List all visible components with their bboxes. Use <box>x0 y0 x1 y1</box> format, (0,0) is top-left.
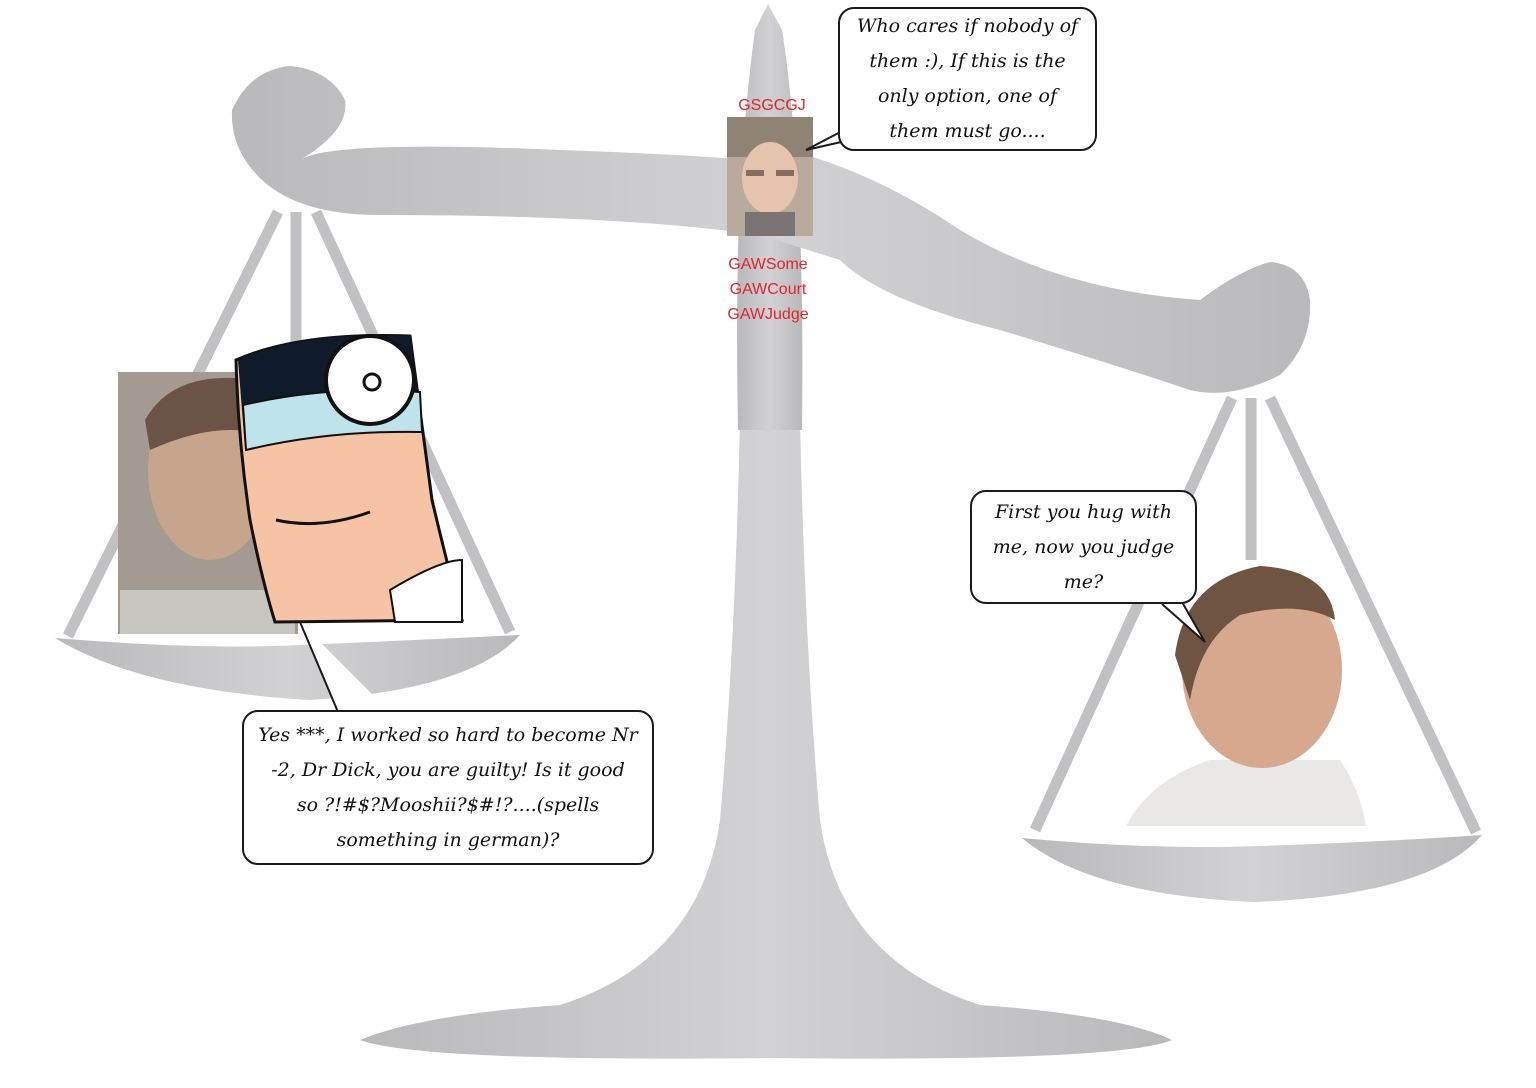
right-pan-strings <box>1029 395 1481 835</box>
judge-portrait <box>727 117 813 236</box>
judge-name-1: GAWSome <box>728 256 808 273</box>
cartoon-doctor <box>234 334 464 624</box>
defendant-photo-right <box>1126 566 1366 826</box>
judge-top-label: GSGCGJ <box>738 97 806 114</box>
judge-name-3: GAWJudge <box>727 306 809 323</box>
judge-name-2: GAWCourt <box>729 281 807 298</box>
speech-bubble-bottom: Yes ***, I worked so hard to become Nr -… <box>242 710 654 865</box>
speech-bubble-right: First you hug with me, now you judge me? <box>970 490 1197 604</box>
head-mirror-icon <box>324 334 416 426</box>
judge-name-list: GAWSome GAWCourt GAWJudge <box>712 252 824 327</box>
speech-bubble-top: Who cares if nobody of them :), If this … <box>838 7 1097 151</box>
